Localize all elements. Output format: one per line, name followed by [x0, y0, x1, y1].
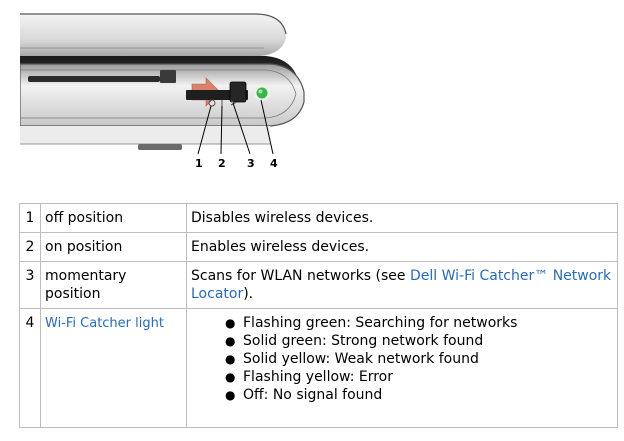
light-status-list: ●Flashing green: Searching for networks … — [191, 314, 613, 404]
status-text: Flashing yellow: Error — [243, 369, 394, 385]
bullet-icon: ● — [225, 352, 236, 366]
row-term: Wi-Fi Catcher light — [40, 308, 187, 428]
row-number: 4 — [19, 308, 41, 428]
wireless-switch — [186, 81, 248, 107]
wifi-catcher-light-icon — [254, 85, 270, 101]
table-row: 2 on position Enables wireless devices. — [19, 232, 618, 262]
card-slot — [28, 70, 176, 83]
wifi-catcher-locator-link[interactable]: Dell Wi-Fi Catcher™ Network Locator — [191, 268, 612, 302]
row-number: 3 — [19, 261, 41, 309]
wifi-catcher-light-link[interactable]: Wi-Fi Catcher light — [45, 316, 164, 331]
status-text: Solid yellow: Weak network found — [243, 351, 479, 367]
description-text: Scans for WLAN networks (see — [191, 268, 410, 284]
row-description: Disables wireless devices. — [186, 203, 618, 233]
description-text: ). — [243, 286, 254, 302]
row-description: ●Flashing green: Searching for networks … — [186, 308, 618, 428]
callout-4: 4 — [270, 157, 278, 170]
callout-1: 1 — [195, 157, 203, 170]
row-description: Enables wireless devices. — [186, 232, 618, 262]
callout-2: 2 — [218, 157, 226, 170]
row-number: 2 — [19, 232, 41, 262]
status-text: Off: No signal found — [243, 387, 383, 403]
bullet-icon: ● — [225, 388, 236, 402]
status-text: Solid green: Strong network found — [243, 333, 484, 349]
list-item: ● Solid green: Strong network found — [225, 332, 613, 350]
bullet-icon: ● — [225, 370, 236, 384]
list-item: ● Flashing green: Searching for networks — [225, 314, 613, 332]
row-term: off position — [40, 203, 187, 233]
row-term: momentary position — [40, 261, 187, 309]
list-item: ● Solid yellow: Weak network found — [225, 350, 613, 368]
table-row: 3 momentary position Scans for WLAN netw… — [19, 261, 618, 309]
callout-3: 3 — [247, 157, 255, 170]
bullet-icon: ● — [225, 334, 236, 348]
row-description: Scans for WLAN networks (see Dell Wi-Fi … — [186, 261, 618, 309]
table-row: 1 off position Disables wireless devices… — [19, 203, 618, 233]
status-text: Flashing green: Searching for networks — [243, 315, 518, 331]
row-number: 1 — [19, 203, 41, 233]
callout-leaders — [197, 99, 274, 155]
table-row: 4 Wi-Fi Catcher light ● Flashing green: S… — [19, 308, 618, 428]
list-item: ● Flashing yellow: Error — [225, 368, 613, 386]
list-item: ● Off: No signal found — [225, 386, 613, 404]
laptop-lid — [20, 13, 287, 56]
wireless-switch-illustration: 1 2 3 4 — [20, 13, 305, 170]
bullet-icon: ● — [225, 316, 236, 330]
row-term: on position — [40, 232, 187, 262]
wireless-switch-table: 1 off position Disables wireless devices… — [19, 203, 618, 428]
